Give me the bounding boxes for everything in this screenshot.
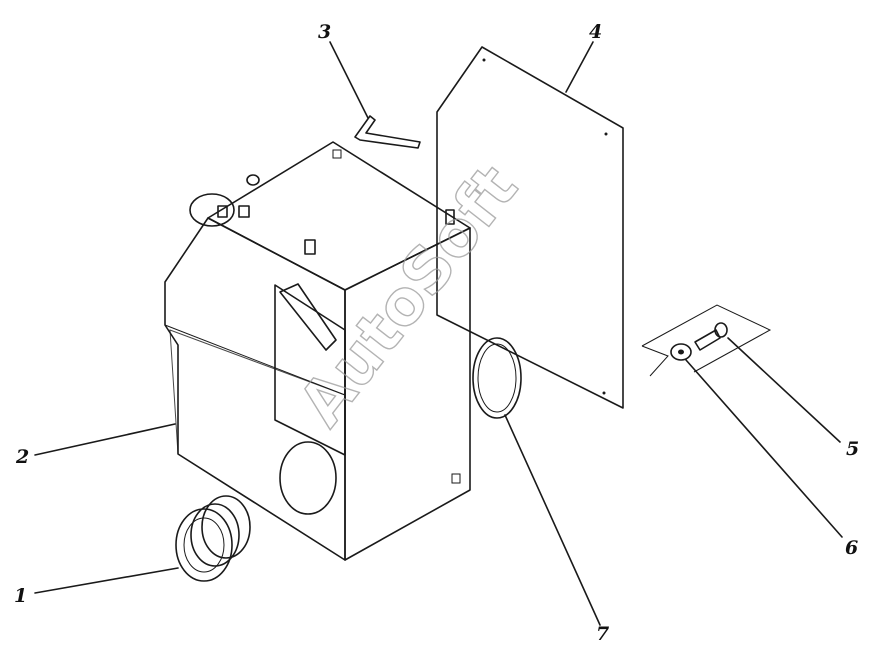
part-5-6-fasteners [641,304,772,377]
part-7-seal-ring [472,337,522,419]
part-3-angle-bracket [354,115,421,149]
callout-4: 4 [589,21,602,43]
watermark: AutoSoft [284,151,531,439]
callout-1: 1 [14,585,27,607]
leader-lines [34,41,843,626]
part-5-screw [694,322,728,351]
part-1-pipe-flange [175,495,251,582]
part-2-housing [164,141,471,561]
callout-5: 5 [846,438,859,460]
callout-2: 2 [15,446,29,468]
callout-6: 6 [845,537,858,559]
callout-3: 3 [318,21,331,43]
callout-7: 7 [596,623,609,645]
part-6-washer [670,343,692,361]
part-4-filter-panel [436,46,624,409]
